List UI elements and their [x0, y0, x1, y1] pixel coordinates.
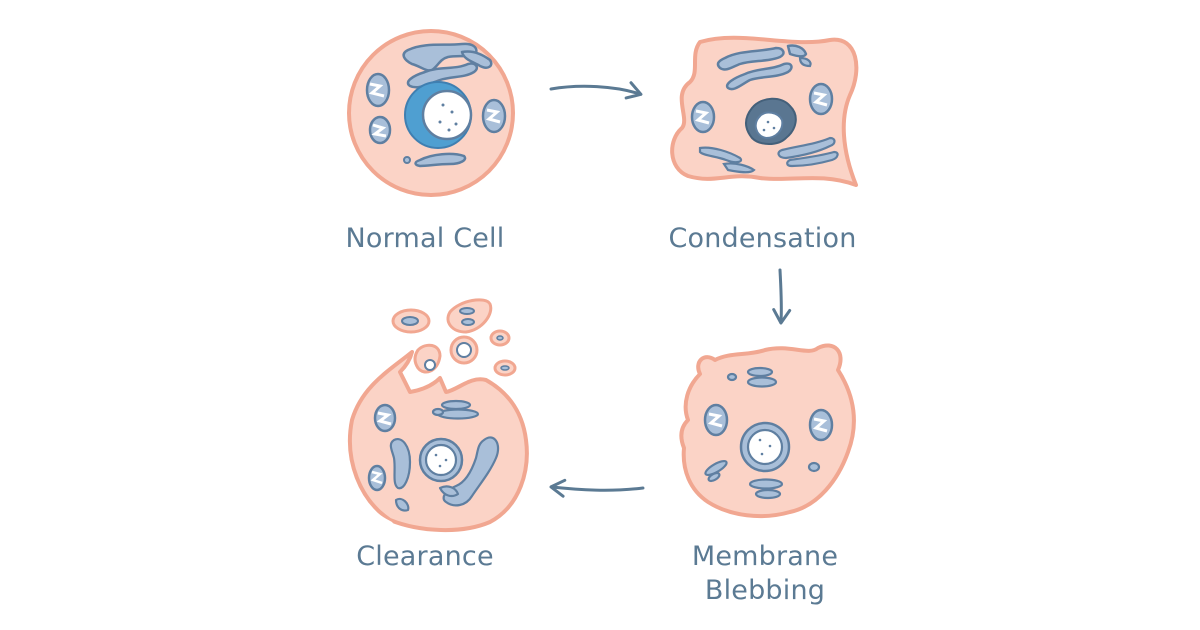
- arrow-blebbing-to-clearance: [549, 478, 645, 498]
- stage-label-membrane-blebbing: Membrane Blebbing: [660, 540, 870, 608]
- nucleus: [739, 421, 791, 473]
- endoplasmic-reticulum: [698, 56, 839, 174]
- apoptotic-body: [493, 359, 517, 377]
- arrow-normal-to-condensation: [549, 81, 643, 100]
- endoplasmic-reticulum: [414, 152, 467, 168]
- condensation-cell: [670, 35, 859, 187]
- stage-label-condensation: Condensation: [668, 223, 857, 254]
- stage-label-clearance: Clearance: [356, 541, 494, 572]
- mitochondrion: [703, 403, 729, 437]
- mitochondrion: [367, 464, 387, 492]
- apoptotic-body: [413, 343, 442, 374]
- vesicle: [704, 366, 821, 500]
- golgi-apparatus: [402, 42, 493, 89]
- mitochondrion: [808, 408, 834, 442]
- condensed-nucleus: [745, 97, 797, 145]
- stage-label-line: Blebbing: [704, 575, 826, 606]
- mitochondrion: [481, 98, 507, 134]
- endoplasmic-reticulum: [389, 436, 500, 512]
- apoptotic-body: [391, 308, 431, 334]
- clearance-cell: [347, 298, 529, 533]
- mitochondrion: [365, 72, 391, 108]
- stage-label-line: Membrane: [691, 541, 839, 572]
- arrow-condensation-to-blebbing: [772, 268, 792, 325]
- mitochondrion: [373, 403, 397, 433]
- stage-label-normal-cell: Normal Cell: [345, 223, 505, 254]
- apoptotic-body: [449, 335, 479, 365]
- apoptotic-body: [446, 298, 493, 334]
- mitochondrion: [368, 115, 392, 145]
- apoptotic-body: [489, 329, 511, 347]
- normal-cell: [347, 29, 515, 197]
- mitochondrion: [690, 100, 716, 134]
- golgi-apparatus: [431, 399, 480, 420]
- vesicle: [403, 156, 411, 164]
- blebbing-cell: [679, 343, 856, 519]
- golgi-apparatus: [716, 44, 808, 91]
- nucleus: [418, 437, 464, 483]
- mitochondrion: [808, 82, 834, 116]
- nucleus: [404, 81, 473, 149]
